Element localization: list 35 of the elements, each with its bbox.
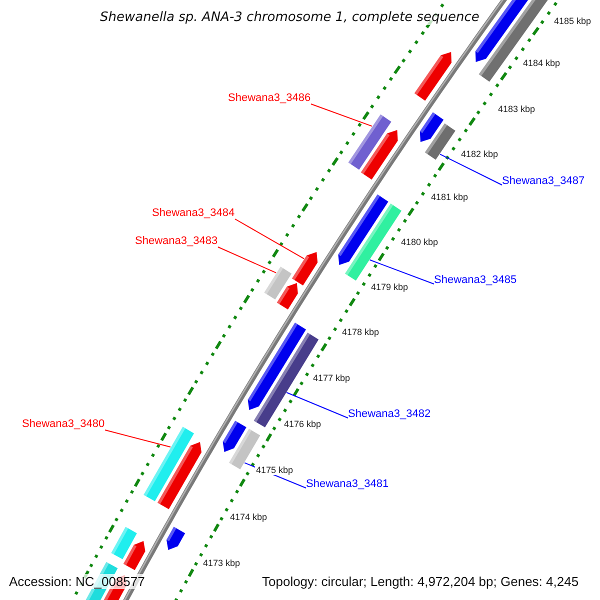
scale-label: 4173 kbp bbox=[202, 559, 242, 568]
gene-label: Shewana3_3480 bbox=[22, 419, 105, 430]
leader-line bbox=[104, 430, 171, 448]
gene-label: Shewana3_3486 bbox=[228, 93, 311, 104]
scale-label: 4180 kbp bbox=[400, 238, 440, 247]
gene-feature bbox=[292, 252, 318, 286]
gene-feature bbox=[424, 123, 456, 160]
leader-line bbox=[310, 104, 372, 127]
scale-label: 4182 kbp bbox=[460, 150, 500, 159]
leader-line bbox=[234, 218, 304, 260]
scale-label: 4175 kbp bbox=[255, 466, 294, 475]
scale-label: 4183 kbp bbox=[497, 105, 536, 114]
leader-line bbox=[440, 154, 502, 186]
gene-label: Shewana3_3487 bbox=[502, 176, 585, 187]
scale-label: 4178 kbp bbox=[341, 328, 380, 337]
scale-label: 4179 kbp bbox=[370, 283, 410, 292]
leader-line bbox=[286, 392, 348, 418]
gene-feature bbox=[345, 204, 402, 281]
gene-feature bbox=[264, 266, 292, 300]
gene-label: Shewana3_3485 bbox=[434, 275, 517, 286]
scale-label: 4185 kbp bbox=[553, 17, 592, 26]
scale-label: 4181 kbp bbox=[430, 193, 470, 202]
gene-feature bbox=[348, 114, 392, 170]
leader-line bbox=[218, 246, 277, 274]
gene-label: Shewana3_3483 bbox=[135, 236, 218, 247]
gene-label: Shewana3_3481 bbox=[306, 479, 389, 490]
leader-line bbox=[369, 259, 434, 284]
gene-feature bbox=[144, 426, 194, 502]
scale-label: 4176 kbp bbox=[283, 420, 322, 429]
gene-label: Shewana3_3484 bbox=[152, 208, 235, 219]
scale-label: 4184 kbp bbox=[522, 59, 562, 68]
scale-label: 4177 kbp bbox=[312, 374, 352, 383]
gene-label: Shewana3_3482 bbox=[348, 409, 431, 420]
footer-text: Topology: circular; Length: 4,972,204 bp; Genes: 4,245 bbox=[260, 574, 581, 589]
scale-label: 4174 kbp bbox=[229, 513, 268, 522]
